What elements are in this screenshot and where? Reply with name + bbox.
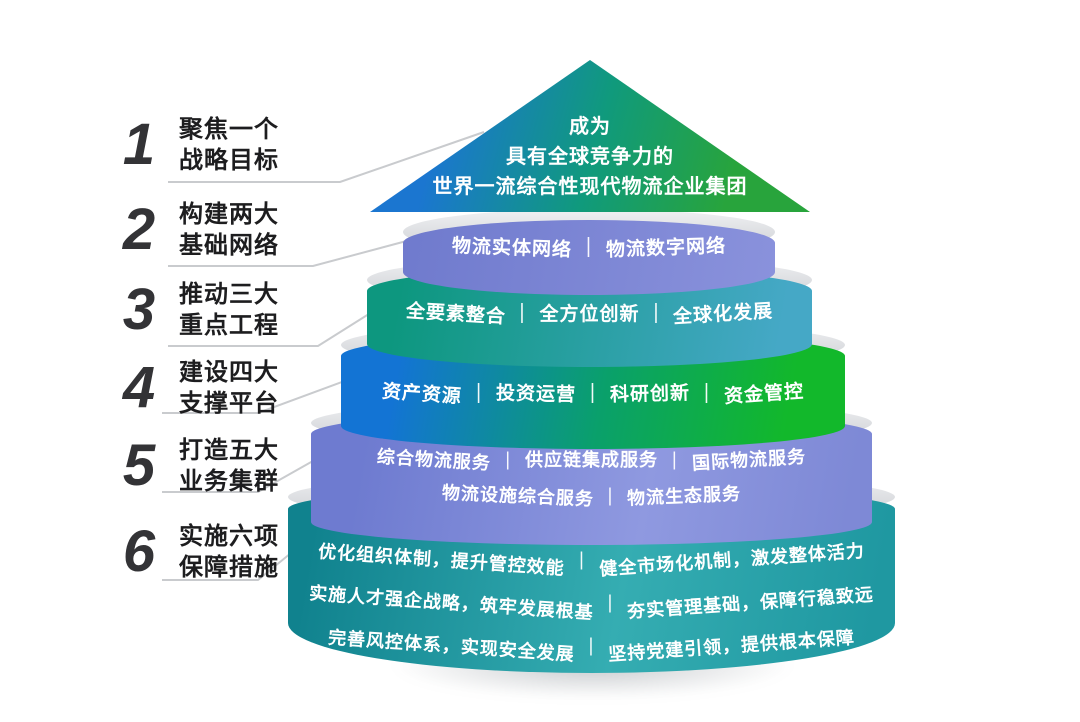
tier-item: 全球化发展 — [673, 300, 775, 329]
tier-item: 供应链集成服务 — [525, 450, 658, 470]
step-label-4: 4 建设四大支撑平台 — [112, 357, 279, 419]
step-title: 聚焦一个战略目标 — [179, 114, 279, 176]
step-label-2: 2 构建两大基础网络 — [112, 199, 279, 261]
tier-item: 全方位创新 — [539, 304, 640, 325]
step-title-line: 建设四大 — [179, 359, 279, 386]
apex-goal-line: 成为 — [569, 116, 611, 138]
step-title: 建设四大支撑平台 — [179, 357, 279, 419]
step-title-line: 重点工程 — [179, 312, 279, 339]
connector-line-5 — [162, 456, 321, 493]
step-title-line: 业务集群 — [179, 468, 279, 495]
connector-line-2 — [168, 238, 415, 267]
item-separator: | — [672, 447, 678, 470]
item-separator: | — [607, 590, 614, 613]
apex-goal-line: 具有全球竞争力的 — [506, 146, 674, 168]
item-separator: | — [505, 447, 511, 470]
step-title-line: 战略目标 — [179, 147, 279, 174]
step-title-line: 保障措施 — [179, 554, 279, 581]
step-title-line: 支撑平台 — [179, 390, 279, 417]
step-title-line: 打造五大 — [179, 437, 279, 464]
tier-body — [403, 220, 775, 295]
tier-item: 物流数字网络 — [605, 235, 727, 262]
tier-text-row: 全要素整合 | 全方位创新 | 全球化发展 — [367, 299, 812, 329]
step-title: 构建两大基础网络 — [179, 199, 279, 261]
pyramid-tier-2: 物流实体网络 | 物流数字网络 — [403, 209, 775, 295]
tier-item: 资产资源 — [381, 381, 463, 408]
step-number: 3 — [122, 277, 155, 342]
step-title-line: 基础网络 — [179, 232, 279, 259]
tier-text-row: 实施人才强企战略，筑牢发展根基|夯实管理基础，保障行稳致远 — [288, 583, 895, 623]
step-label-5: 5 打造五大业务集群 — [112, 435, 279, 497]
tier-item: 资金管控 — [723, 381, 805, 408]
item-separator: | — [476, 380, 483, 404]
connector-line-4 — [162, 378, 351, 414]
tier-text-row: 资产资源 | 投资运营 | 科研创新 | 资金管控 — [341, 379, 845, 408]
step-title-line: 构建两大 — [179, 201, 279, 228]
tier-text-row: 优化组织体制，提升管控效能|健全市场化机制，激发整体活力 — [288, 541, 895, 580]
tier-text-row: 物流设施综合服务 | 物流生态服务 — [311, 482, 872, 510]
tier-item: 物流设施综合服务 — [441, 482, 594, 510]
apex-goal-line: 世界一流综合性现代物流企业集团 — [432, 176, 748, 198]
tier-item: 物流生态服务 — [627, 483, 742, 509]
connector-line-3 — [168, 306, 381, 347]
step-title: 推动三大重点工程 — [179, 279, 279, 341]
step-title-line: 聚焦一个 — [179, 116, 279, 143]
tier-item: 科研创新 — [609, 383, 691, 406]
item-separator: | — [590, 380, 596, 404]
item-separator: | — [607, 483, 614, 506]
step-title: 打造五大业务集群 — [179, 435, 279, 497]
item-separator: | — [653, 300, 660, 324]
item-separator: | — [579, 547, 585, 570]
step-number: 6 — [122, 519, 155, 584]
step-number: 4 — [122, 355, 155, 420]
step-number: 5 — [122, 433, 155, 498]
tier-item: 全要素整合 — [404, 300, 506, 329]
item-separator: | — [703, 380, 710, 404]
step-label-6: 6 实施六项保障措施 — [112, 521, 279, 583]
tier-item: 投资运营 — [495, 383, 577, 406]
tier-item: 物流实体网络 — [451, 235, 573, 262]
step-label-1: 1 聚焦一个战略目标 — [112, 114, 279, 176]
tier-text-row: 综合物流服务|供应链集成服务|国际物流服务 — [311, 446, 872, 474]
item-separator: | — [519, 300, 526, 324]
tier-text-row: 物流实体网络 | 物流数字网络 — [403, 233, 775, 262]
item-separator: | — [586, 234, 592, 258]
connector-line-6 — [162, 543, 303, 581]
step-number: 1 — [122, 112, 155, 177]
step-title-line: 实施六项 — [179, 523, 279, 550]
step-title-line: 推动三大 — [179, 281, 279, 308]
step-number: 2 — [122, 197, 155, 262]
tier-text-row: 完善风控体系，实现安全发展|坚持党建引领，提供根本保障 — [288, 627, 895, 664]
step-label-3: 3 推动三大重点工程 — [112, 279, 279, 341]
connector-line-1 — [168, 131, 485, 183]
step-title: 实施六项保障措施 — [179, 521, 279, 583]
item-separator: | — [588, 633, 595, 656]
